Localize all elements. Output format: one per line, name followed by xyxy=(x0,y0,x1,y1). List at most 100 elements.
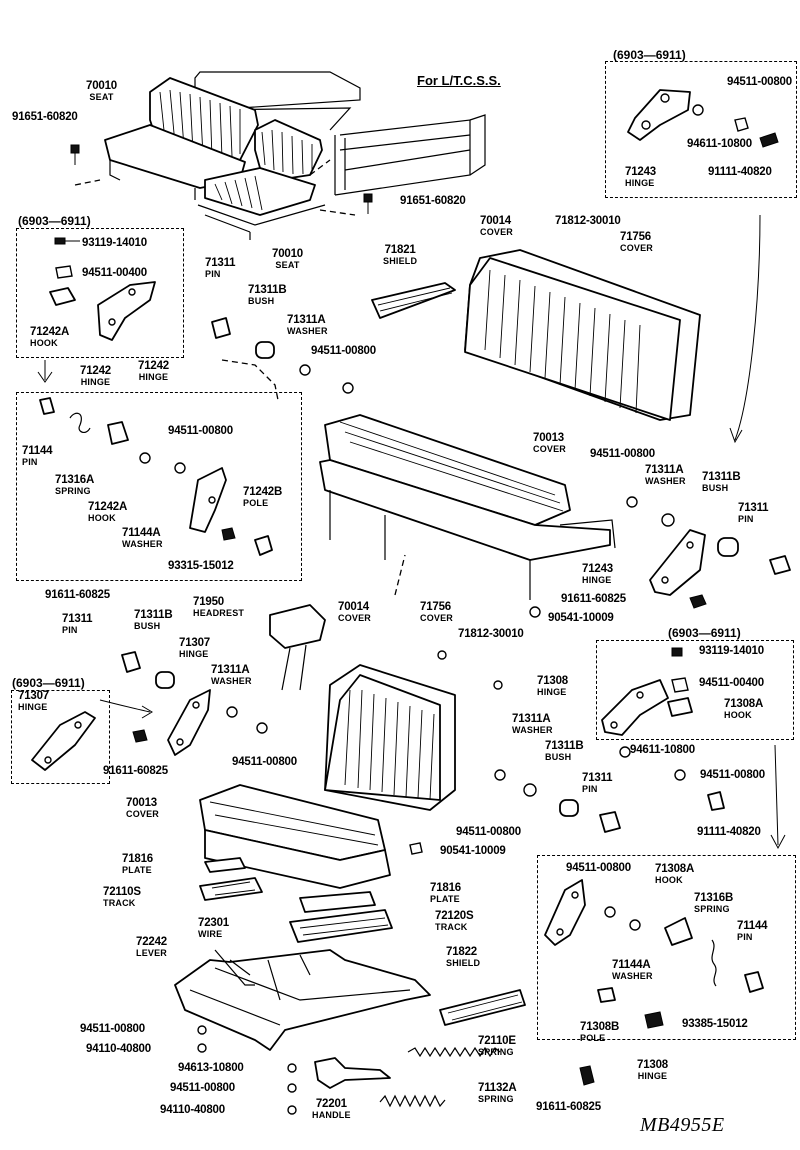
part-label: 94511-00800 xyxy=(80,1023,145,1035)
hinge-71242-detail-drawing xyxy=(39,397,273,556)
group-title-2: (6903—6911) xyxy=(18,214,91,228)
part-label: 91651-60820 xyxy=(12,111,78,123)
part-label: 91111-40820 xyxy=(708,166,772,178)
part-label: 71812-30010 xyxy=(555,215,621,227)
springs-handle-fasteners-drawing xyxy=(197,1025,595,1115)
part-label: 94511-00800 xyxy=(566,862,631,874)
hinge-71243-lower-drawing xyxy=(529,496,791,618)
pin-bush-upper-drawing xyxy=(211,317,354,394)
group-frame-hinge-71242-detail xyxy=(16,392,302,581)
connector-arrows xyxy=(37,214,786,850)
part-label: 91611-60825 xyxy=(536,1101,601,1113)
group-title-1: (6903—6911) xyxy=(613,48,686,62)
part-label: 91611-60825 xyxy=(45,589,110,601)
part-label: 93119-14010 xyxy=(699,645,764,657)
part-label: 93385-15012 xyxy=(682,1018,748,1030)
part-label: 94110-40800 xyxy=(86,1043,151,1055)
bolts-top xyxy=(70,144,373,214)
bench-seat-cushion-drawing xyxy=(319,414,616,600)
part-label: 94511-00400 xyxy=(82,267,147,279)
group-frame-hinge-71307 xyxy=(11,690,110,784)
part-label: 71812-30010 xyxy=(458,628,524,640)
part-label: 94613-10800 xyxy=(178,1062,244,1074)
part-label: 94511-00800 xyxy=(456,826,521,838)
part-label: 94611-10800 xyxy=(630,744,695,756)
hinge-71243-group-drawing xyxy=(627,89,779,148)
part-label: 94511-00800 xyxy=(168,425,233,437)
part-label: 94511-00800 xyxy=(700,769,765,781)
drawing-code: MB4955E xyxy=(640,1114,725,1136)
group-title-4: (6903—6911) xyxy=(12,676,85,690)
part-label: 94511-00800 xyxy=(590,448,655,460)
hinge-71242-upper-group-drawing xyxy=(49,237,156,341)
part-label: 91611-60825 xyxy=(103,765,168,777)
part-label: 94511-00800 xyxy=(727,76,792,88)
bench-back-cover-drawing xyxy=(371,249,701,421)
hinge-71308-lower-group-drawing xyxy=(544,879,764,1029)
part-label: 93119-14010 xyxy=(82,237,147,249)
application-note: For L/T.C.S.S. xyxy=(417,73,501,88)
part-label: 90541-10009 xyxy=(440,845,506,857)
part-label: 94511-00800 xyxy=(311,345,376,357)
part-label: 91611-60825 xyxy=(561,593,626,605)
individual-seat-drawing xyxy=(199,604,456,889)
part-label: 94511-00800 xyxy=(232,756,297,768)
hinge-71308-upper-group-drawing xyxy=(601,647,693,736)
group-frame-hinge-71242 xyxy=(16,228,184,358)
group-frame-hinge-71243 xyxy=(605,61,797,198)
pin-bush-lower-right-drawing xyxy=(409,650,725,855)
part-label: 94611-10800 xyxy=(687,138,752,150)
group-title-3: (6903—6911) xyxy=(668,626,741,640)
part-label: 94511-00800 xyxy=(170,1082,235,1094)
part-label: 91111-40820 xyxy=(697,826,761,838)
group-frame-hinge-71308-lower xyxy=(537,855,796,1040)
group-frame-hinge-71308-upper xyxy=(596,640,794,740)
part-label: 94511-00400 xyxy=(699,677,764,689)
seat-frame-and-tracks-drawing xyxy=(174,857,526,1051)
part-label: 91651-60820 xyxy=(400,195,466,207)
part-label: 90541-10009 xyxy=(548,612,614,624)
hinge-71307-group-drawing xyxy=(31,651,268,771)
